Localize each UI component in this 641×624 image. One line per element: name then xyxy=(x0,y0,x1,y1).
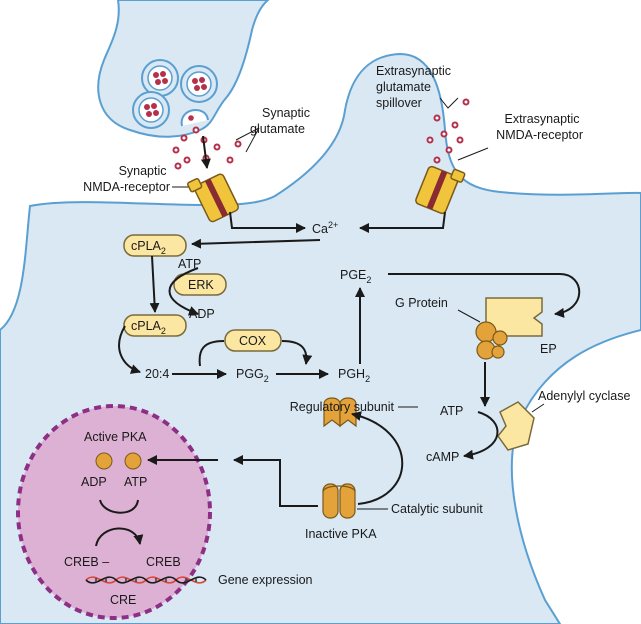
adenylyl-cyclase xyxy=(497,401,535,451)
calcium-label: Ca2+ xyxy=(312,220,338,236)
phosphorylation-arcs xyxy=(95,499,140,546)
atp-adp-arc xyxy=(168,267,199,316)
creb-left-label: CREB – xyxy=(64,555,109,569)
cpla2-activation-arrow xyxy=(149,255,160,313)
pka-sphere-right xyxy=(124,452,142,470)
vesicle xyxy=(141,59,179,97)
nucleus-adp-label: ADP xyxy=(81,475,107,489)
pgg2-label: PGG2 xyxy=(236,367,269,384)
pgh2-label: PGH2 xyxy=(338,367,370,384)
nucleus-atp-label: ATP xyxy=(124,475,147,489)
cpla2-inactive-box xyxy=(123,234,187,257)
creb-right-label: CREB xyxy=(146,555,181,569)
atp-label: ATP xyxy=(178,257,201,271)
synaptic-glutamate-dots xyxy=(172,126,242,170)
regulatory-subunit-label: Regulatory subunit xyxy=(290,400,395,414)
cpla2-active-label: cPLA2 xyxy=(131,319,166,336)
dna-helix xyxy=(85,576,207,584)
pka-sphere-left xyxy=(95,452,113,470)
adp-label: ADP xyxy=(189,307,215,321)
cox-arc-arrow xyxy=(198,340,307,366)
pka-to-nucleus-arrow xyxy=(233,455,318,507)
synaptic-receptor-label: Synaptic NMDA-receptor xyxy=(83,164,170,194)
cox-label: COX xyxy=(239,334,267,348)
cpla2-inactive-label: cPLA2 xyxy=(131,239,166,256)
extrasynaptic-nmda-receptor xyxy=(415,165,466,215)
extrasynaptic-spillover-label: Extrasynaptic glutamate spillover xyxy=(376,64,455,110)
gene-expression-label: Gene expression xyxy=(218,573,313,587)
fusing-vesicle xyxy=(180,109,209,127)
regulatory-subunit-icon xyxy=(323,397,357,428)
arachidonic-acid-label: 20:4 xyxy=(145,367,169,381)
ca-to-cpla2-arrow xyxy=(191,238,321,249)
inactive-pka-icon xyxy=(322,483,356,519)
camp-label: cAMP xyxy=(426,450,459,464)
extrasynaptic-glutamate-dots xyxy=(426,98,470,164)
inactive-pka-label: Inactive PKA xyxy=(305,527,377,541)
ep-label: EP xyxy=(540,342,557,356)
vesicle xyxy=(132,91,170,129)
ca-influx-arrow-extrasynaptic xyxy=(359,211,446,233)
g-protein xyxy=(475,321,508,360)
pge-to-ep-arrow xyxy=(388,273,581,318)
ca-influx-arrow-synaptic xyxy=(229,211,306,233)
cox-box xyxy=(224,329,282,352)
erk-label: ERK xyxy=(188,278,214,292)
atp-right-label: ATP xyxy=(440,404,463,418)
erk-box xyxy=(173,273,227,296)
g-protein-label: G Protein xyxy=(395,296,448,310)
cpla2-to-aa-arrow xyxy=(118,325,141,374)
active-pka-label: Active PKA xyxy=(84,430,147,444)
vesicle xyxy=(180,65,218,103)
synaptic-glutamate-label: Synaptic glutamate xyxy=(250,106,313,136)
synaptic-release-arrow xyxy=(200,135,211,169)
camp-activation-arc xyxy=(351,411,404,505)
atp-to-camp-arrow xyxy=(463,411,499,460)
adenylyl-cyclase-label: Adenylyl cyclase xyxy=(538,389,630,403)
cre-label: CRE xyxy=(110,593,136,607)
pge2-label: PGE2 xyxy=(340,268,371,285)
synaptic-nmda-receptor xyxy=(186,173,239,223)
extrasynaptic-receptor-label: Extrasynaptic NMDA-receptor xyxy=(496,112,583,142)
cpla2-active-box xyxy=(123,314,187,337)
catalytic-subunit-label: Catalytic subunit xyxy=(391,502,483,516)
